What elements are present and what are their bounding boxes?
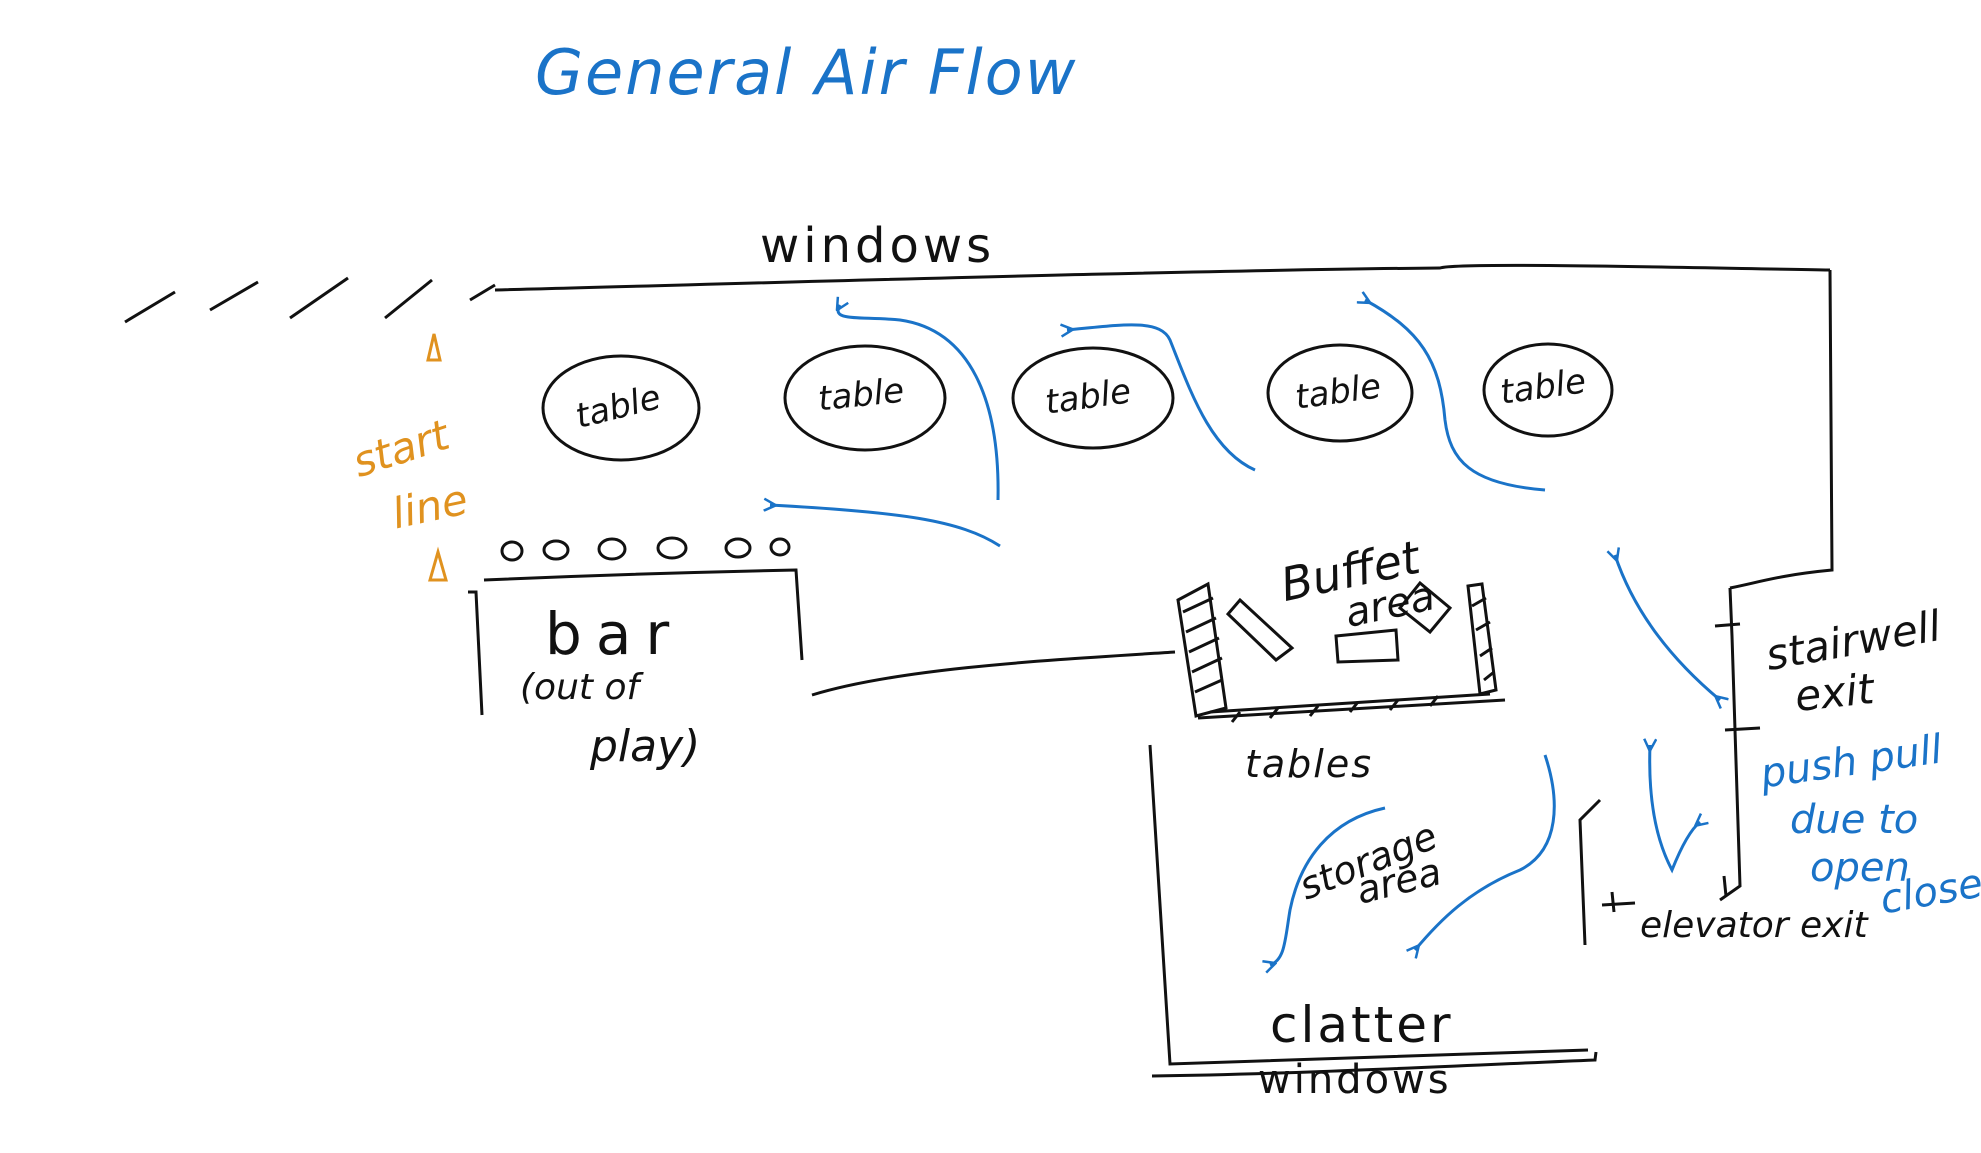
- start-marker-top: [426, 333, 442, 362]
- table-shape-2: [783, 344, 947, 452]
- elevator-exit-label: elevator exit: [1640, 905, 1868, 946]
- storage-room-walls: [1148, 744, 1602, 1066]
- tables-label: tables: [1245, 742, 1374, 786]
- table-shape-4: [1266, 343, 1414, 443]
- push-pull-note-3: open: [1810, 845, 1910, 891]
- diagram-title: General Air Flow: [535, 36, 1078, 109]
- middle-wall: [811, 650, 1176, 697]
- right-wall: [1729, 269, 1834, 590]
- bottom-wall: [1151, 1051, 1598, 1078]
- airflow-arrows: [770, 300, 1720, 965]
- bar-outline: [468, 568, 804, 716]
- windows-bottom-label: windows: [1258, 1057, 1452, 1103]
- windows-top-label: windows: [760, 218, 996, 274]
- buffet-area: [1176, 580, 1506, 723]
- clatter-label: clatter: [1270, 996, 1454, 1054]
- bar-note-1: (out of: [520, 667, 640, 708]
- bar-stools: [500, 536, 791, 562]
- dashed-wall-left: [124, 276, 496, 324]
- table-label-2: table: [816, 370, 906, 420]
- bar-label: bar: [545, 600, 684, 668]
- start-marker-bottom: [428, 546, 448, 582]
- table-shape-5: [1482, 342, 1614, 438]
- top-wall: [494, 263, 1831, 292]
- bar-note-2: play): [590, 721, 701, 772]
- table-shape-3: [1011, 346, 1175, 450]
- table-shape-1: [541, 354, 701, 462]
- push-pull-note-2: due to: [1790, 797, 1919, 843]
- stairwell-label-2: exit: [1792, 664, 1877, 721]
- right-room-wall: [1719, 587, 1742, 902]
